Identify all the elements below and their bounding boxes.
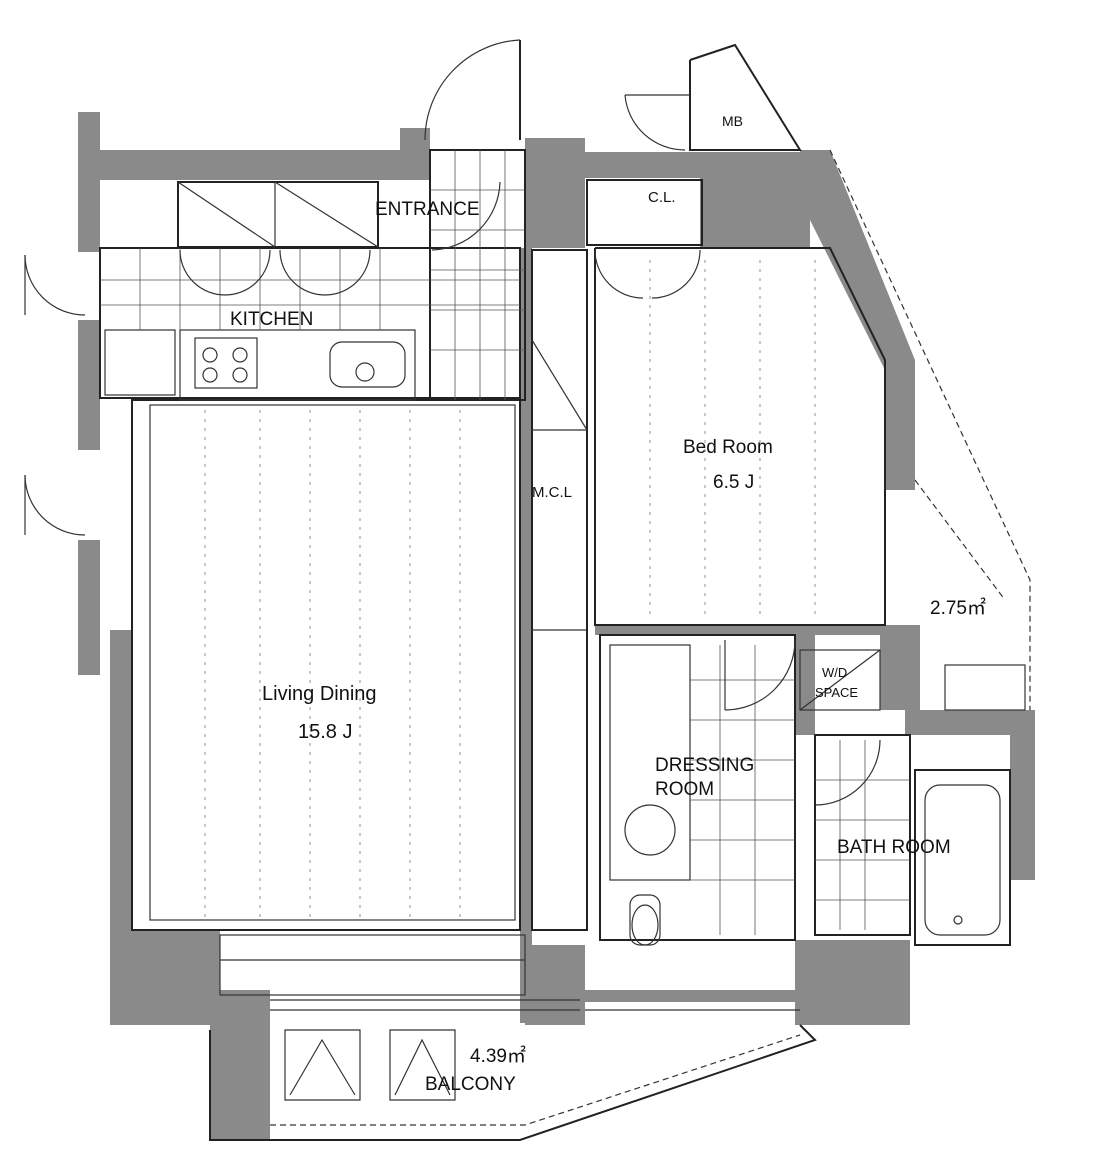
doors: [24, 39, 881, 806]
walls: [78, 112, 1035, 1140]
label-entrance: ENTRANCE: [375, 199, 480, 220]
label-living-dining-size: 15.8 J: [298, 721, 352, 743]
tile-pattern: [100, 150, 910, 935]
label-bed-room-size: 6.5 J: [713, 472, 754, 493]
label-balcony-area: 4.39㎡: [470, 1044, 526, 1067]
label-wd-space-2: SPACE: [815, 685, 858, 700]
label-dressing-1: DRESSING: [655, 755, 754, 776]
label-cl: C.L.: [648, 189, 676, 206]
label-bed-room: Bed Room: [683, 437, 773, 458]
label-outdoor-area: 2.75㎡: [930, 596, 986, 619]
label-wd-space-1: W/D: [822, 665, 847, 680]
floor-pattern: [204, 260, 816, 920]
label-mb: MB: [722, 113, 743, 129]
label-bath-room: BATH ROOM: [837, 837, 951, 858]
interior-lines: [99, 43, 1031, 1011]
room-labels: ENTRANCE KITCHEN Living Dining 15.8 J M.…: [230, 113, 986, 1095]
label-dressing-2: ROOM: [655, 779, 714, 800]
fixtures: [194, 337, 1026, 1141]
label-balcony: BALCONY: [425, 1074, 516, 1095]
label-kitchen: KITCHEN: [230, 309, 313, 330]
label-living-dining: Living Dining: [262, 683, 377, 705]
label-mcl: M.C.L: [532, 484, 572, 501]
